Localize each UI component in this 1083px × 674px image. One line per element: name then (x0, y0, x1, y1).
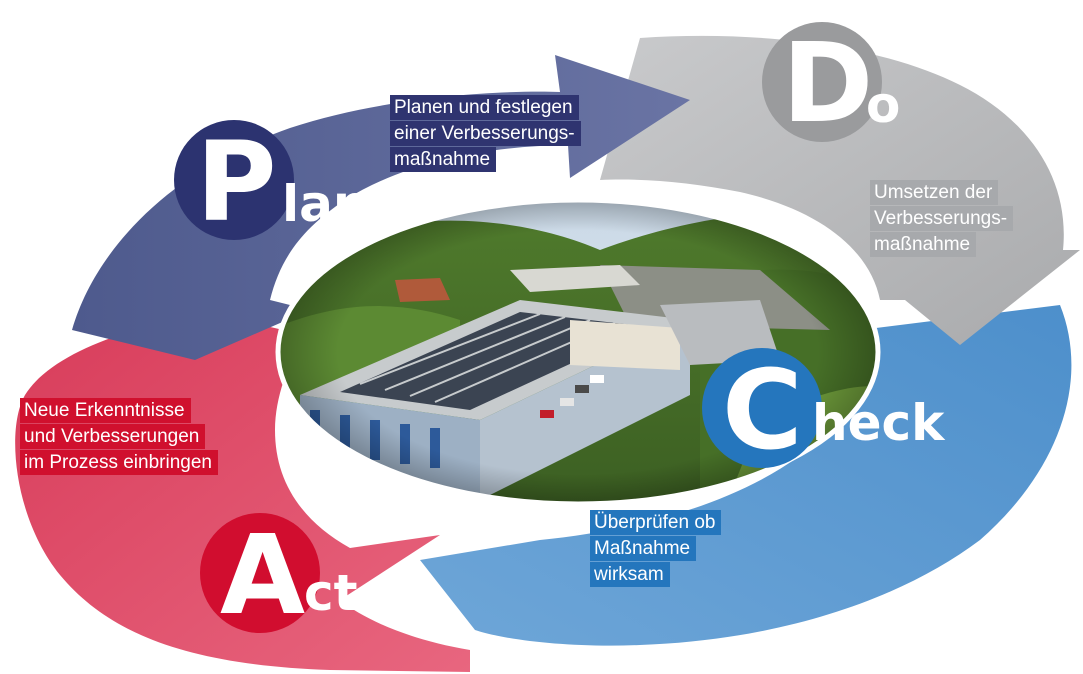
act-description: Neue Erkenntnisse und Verbesserungen im … (20, 398, 218, 476)
check-line-3: wirksam (590, 562, 670, 587)
act-word-rest: ct (304, 564, 358, 622)
check-line-1: Überprüfen ob (590, 510, 722, 535)
check-description: Überprüfen ob Maßnahme wirksam (590, 510, 722, 588)
check-line-2: Maßnahme (590, 536, 697, 561)
plan-line-1: Planen und festlegen (390, 95, 579, 120)
do-line-2: Verbesserungs- (870, 206, 1014, 231)
act-badge: A ct (200, 511, 358, 639)
do-badge: D o (762, 19, 900, 147)
act-line-3: im Prozess einbringen (20, 450, 218, 475)
do-line-3: maßnahme (870, 232, 977, 257)
do-circle (762, 22, 882, 142)
act-line-2: und Verbesserungen (20, 424, 206, 449)
do-arrow (600, 35, 1080, 345)
check-word-rest: heck (812, 394, 946, 452)
do-word-rest: o (866, 76, 900, 134)
plan-line-2: einer Verbesserungs- (390, 121, 581, 146)
do-letter: D (782, 19, 873, 147)
check-badge: C heck (702, 346, 946, 474)
check-circle (702, 348, 822, 468)
act-line-1: Neue Erkenntnisse (20, 398, 191, 423)
act-circle (200, 513, 320, 633)
check-arrow (420, 305, 1072, 646)
plan-line-3: maßnahme (390, 147, 497, 172)
do-line-1: Umsetzen der (870, 180, 999, 205)
plan-word-rest: lan (282, 175, 368, 233)
plan-circle (174, 120, 294, 240)
act-letter: A (220, 511, 305, 639)
photo-frame (275, 197, 881, 507)
plan-letter: P (196, 118, 277, 246)
plan-description: Planen und festlegen einer Verbesserungs… (390, 95, 581, 173)
check-letter: C (722, 346, 803, 474)
do-description: Umsetzen der Verbesserungs- maßnahme (870, 180, 1014, 258)
plan-badge: P lan (174, 118, 368, 246)
